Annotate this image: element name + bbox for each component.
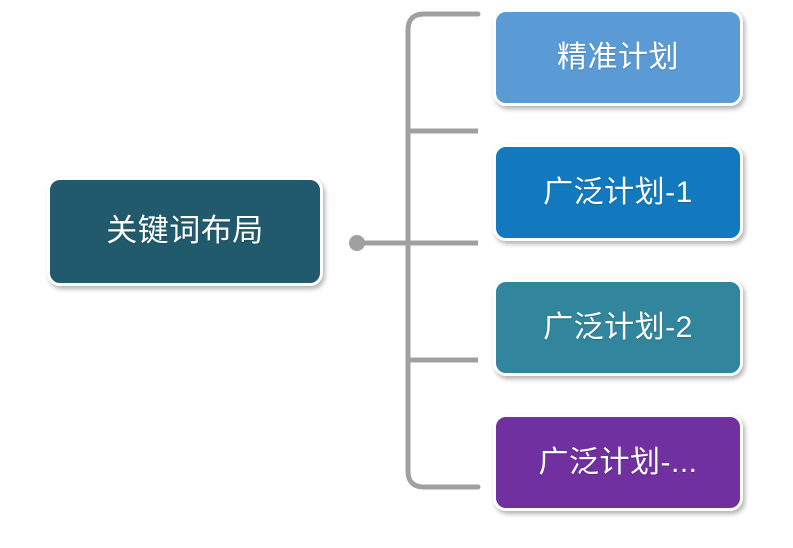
node-branch-1-label: 广泛计划-1 [543, 176, 693, 209]
node-root-label: 关键词布局 [106, 213, 264, 249]
node-branch-broad-plan-2[interactable]: 广泛计划-2 [493, 279, 743, 376]
node-branch-2-label: 广泛计划-2 [543, 311, 693, 344]
bracket-spine [405, 11, 481, 490]
node-branch-precise-plan[interactable]: 精准计划 [493, 9, 743, 106]
root-connector-dot [349, 235, 365, 251]
node-branch-3-label: 广泛计划-... [538, 446, 698, 479]
node-branch-broad-plan-more[interactable]: 广泛计划-... [493, 414, 743, 511]
node-root[interactable]: 关键词布局 [47, 177, 323, 286]
node-branch-broad-plan-1[interactable]: 广泛计划-1 [493, 144, 743, 241]
node-branch-0-label: 精准计划 [557, 41, 679, 74]
